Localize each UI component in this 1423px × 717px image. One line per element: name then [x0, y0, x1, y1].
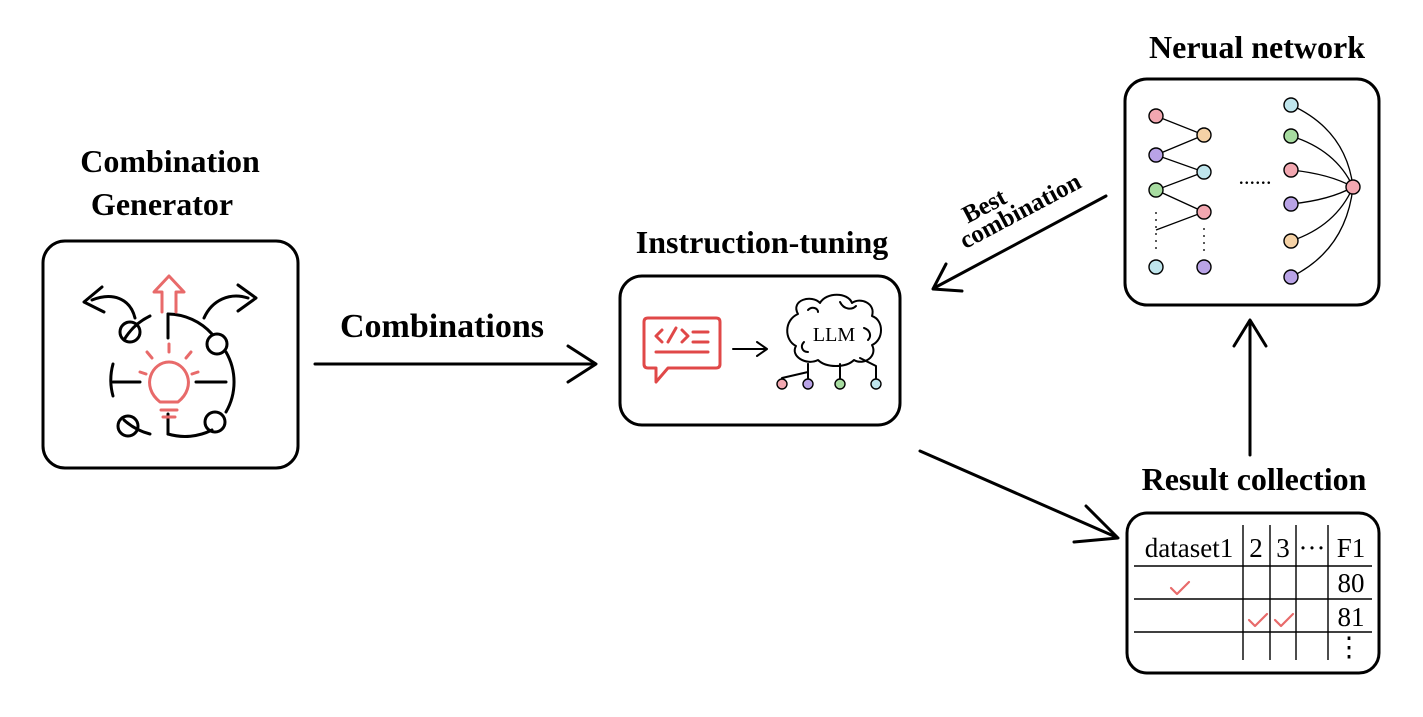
nn-node	[1196, 164, 1212, 180]
nn-node	[1283, 269, 1299, 285]
nn-node	[1196, 204, 1212, 220]
neural-network-graph: ......	[1148, 97, 1361, 285]
llm-node	[870, 378, 882, 390]
combination-generator-title-line1: Combination	[80, 143, 260, 179]
nn-node	[1148, 259, 1164, 275]
best-combination-arrow	[931, 194, 1108, 293]
result-table: dataset1 2 3 ··· F1 80 81 ⋮	[1134, 525, 1372, 662]
nn-node	[1283, 233, 1299, 249]
neural-network-title: Nerual network	[1149, 29, 1365, 65]
nn-node	[1148, 147, 1164, 163]
table-header-cell: F1	[1337, 533, 1366, 563]
idea-split-icon	[82, 274, 258, 438]
llm-label: LLM	[813, 324, 855, 346]
neural-network-box	[1123, 77, 1381, 307]
nn-node	[1148, 182, 1164, 198]
result-to-network-arrow	[1232, 318, 1268, 457]
f1-value: ⋮	[1336, 632, 1363, 662]
result-collection-title: Result collection	[1142, 461, 1367, 497]
nn-node	[1148, 108, 1164, 124]
instruction-tuning-box	[618, 274, 902, 427]
nn-node	[1283, 196, 1299, 212]
nn-node	[1283, 162, 1299, 178]
f1-value: 80	[1338, 568, 1365, 598]
nn-node	[1196, 259, 1212, 275]
llm-node	[834, 378, 846, 390]
neural-network-ellipsis: ......	[1239, 164, 1272, 189]
result-collection-box	[1125, 511, 1381, 675]
combination-generator-title-line2: Generator	[91, 186, 233, 222]
nn-node	[1283, 128, 1299, 144]
code-chat-icon	[642, 316, 722, 384]
nn-output-node	[1345, 179, 1361, 195]
table-header-cell: 2	[1249, 533, 1263, 563]
combinations-label: Combinations	[340, 308, 544, 345]
nn-node	[1196, 127, 1212, 143]
f1-value: 81	[1338, 602, 1365, 632]
table-header-cell: dataset1	[1145, 533, 1233, 563]
instruction-tuning-title: Instruction-tuning	[636, 224, 889, 260]
nn-node	[1283, 97, 1299, 113]
tuning-to-results-arrow	[918, 449, 1120, 544]
llm-brain-icon: LLM	[776, 293, 882, 390]
llm-node	[802, 378, 814, 390]
llm-node	[776, 378, 788, 390]
table-header-cell: ···	[1299, 533, 1326, 563]
combinations-arrow	[313, 344, 598, 384]
small-arrow-icon	[732, 341, 768, 357]
table-header-cell: 3	[1276, 533, 1290, 563]
